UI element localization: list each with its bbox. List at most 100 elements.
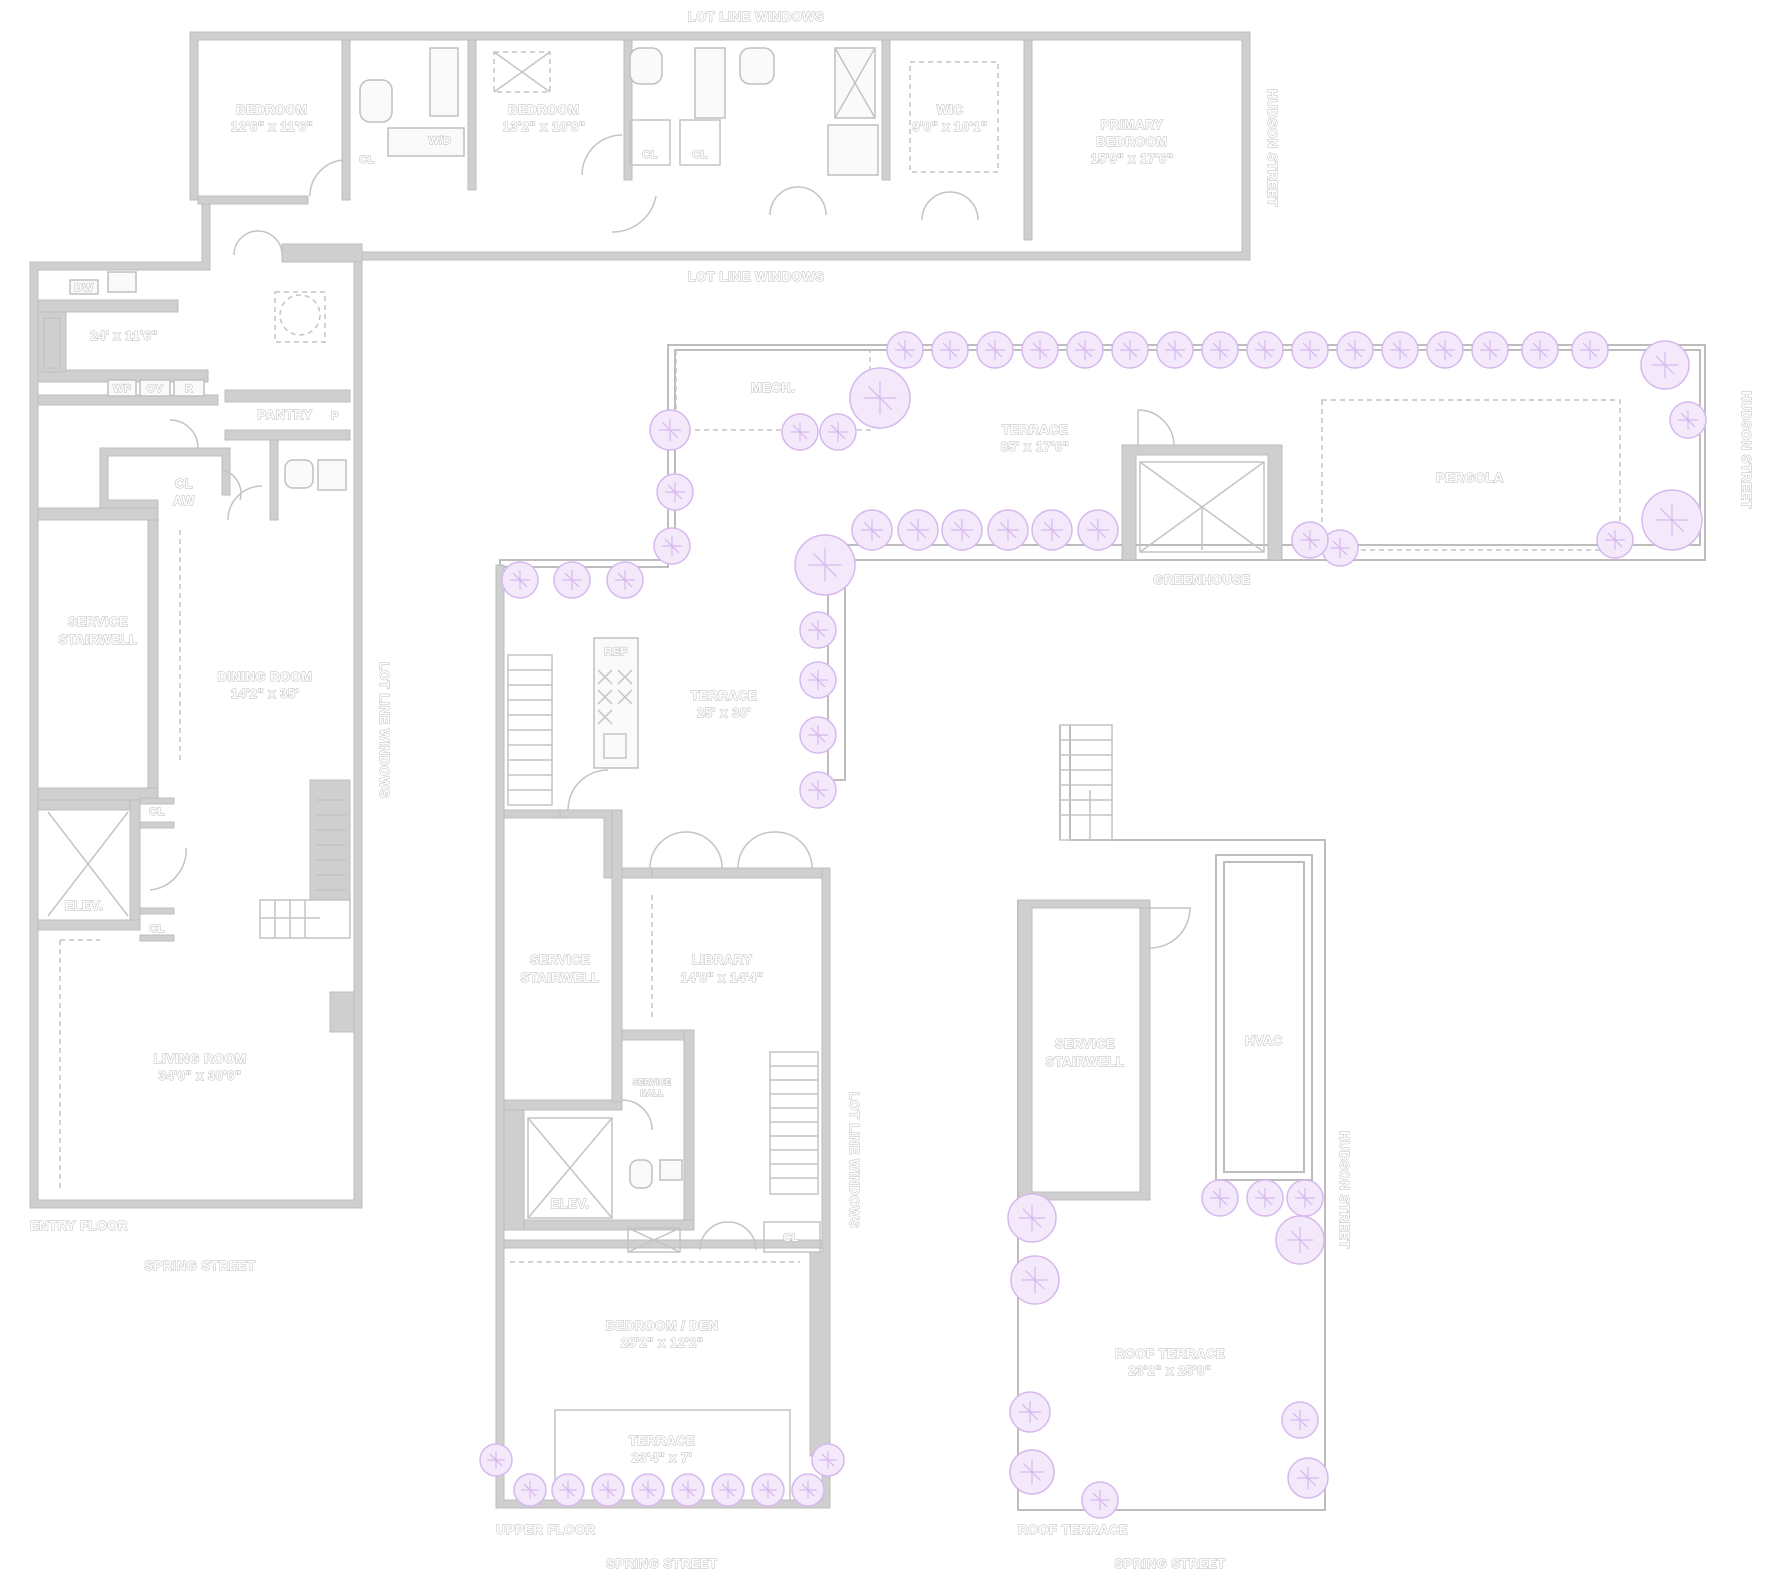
- shrub-icon: [1077, 509, 1119, 551]
- door-swing: [309, 159, 347, 197]
- wall: [281, 243, 363, 263]
- shrub-icon: [851, 509, 893, 551]
- shrub-icon: [799, 716, 837, 754]
- terrace-bottom-dims: 23'4" x 7': [632, 1450, 693, 1465]
- column: [329, 991, 355, 1033]
- shrub-icon: [1010, 1255, 1060, 1305]
- shrub-icon: [513, 1473, 547, 1507]
- shrub-icon: [1571, 331, 1609, 369]
- stair-treads: [770, 1065, 818, 1179]
- entry-service-stair-name2: STAIRWELL: [58, 632, 137, 647]
- living-dims: 34'0" x 30'6": [159, 1068, 242, 1083]
- wall: [559, 809, 653, 879]
- shrub-icon: [553, 561, 591, 599]
- closet-label: CL: [359, 154, 375, 166]
- bedroom-den-name: BEDROOM / DEN: [606, 1318, 719, 1333]
- refrigerator-label: R: [185, 383, 193, 395]
- shrub-icon: [1066, 331, 1104, 369]
- wall: [503, 1109, 525, 1231]
- shrub-icon: [1426, 331, 1464, 369]
- shrub-icon: [791, 1473, 825, 1507]
- washer-dryer-icon: [387, 127, 465, 157]
- shrub-icon: [781, 413, 819, 451]
- living-name: LIVING ROOM: [154, 1051, 247, 1066]
- entry-spring-street: SPRING STREET: [144, 1258, 255, 1273]
- wall: [467, 39, 477, 191]
- ceiling-fixture-cross: [493, 51, 551, 93]
- shrub-icon: [1111, 331, 1149, 369]
- shrub-icon: [1246, 1179, 1284, 1217]
- wall: [503, 809, 561, 819]
- wic-dims: 9'0" x 10'1": [912, 119, 987, 134]
- terrace-main-dims: 85' x 17'6": [1001, 439, 1069, 454]
- cl-aw-name2: AW: [173, 493, 195, 508]
- wall: [683, 1029, 695, 1229]
- sink-icon: [659, 1159, 683, 1181]
- roof-floor: SERVICE STAIRWELL HVAC ROOF TERRACE 23'2…: [1017, 724, 1353, 1572]
- kitchen-dims: 24' x 11'6": [90, 328, 158, 343]
- upper-spring-street: SPRING STREET: [606, 1556, 717, 1571]
- wall: [37, 507, 159, 521]
- dishwasher-label: DW: [74, 282, 93, 294]
- door-swing: [581, 134, 623, 176]
- wall: [147, 519, 159, 789]
- grill-burners: [597, 669, 633, 725]
- shrub-icon: [886, 331, 924, 369]
- shrub-icon: [1007, 1193, 1057, 1243]
- toilet-icon: [359, 79, 393, 123]
- shrub-icon: [656, 473, 694, 511]
- door-swing: [149, 847, 187, 891]
- shrub-icon: [897, 509, 939, 551]
- shrub-icon: [751, 1473, 785, 1507]
- entry-lot-line-top: LOT LINE WINDOWS: [688, 9, 825, 24]
- shrub-icon: [1291, 521, 1329, 559]
- hvac-name: HVAC: [1245, 1033, 1283, 1048]
- elevator-box: [527, 1117, 613, 1219]
- stair-treads: [508, 669, 552, 791]
- bottom-terrace-outline: [554, 1409, 791, 1500]
- shrub-icon: [1081, 1481, 1119, 1519]
- shrub-icon: [1156, 331, 1194, 369]
- wall: [197, 195, 309, 205]
- door-swing: [169, 419, 199, 449]
- library-dims: 14'8" x 14'4": [681, 970, 764, 985]
- shrub-icon: [711, 1473, 745, 1507]
- closet-box: [763, 1221, 821, 1253]
- roof-outline: [1017, 725, 1326, 1511]
- roof-terrace-dims: 23'2" x 25'8": [1129, 1363, 1212, 1378]
- wall: [269, 439, 279, 521]
- shrub-icon: [1009, 1449, 1055, 1495]
- oven-label: OV: [147, 383, 164, 395]
- shrub-icon: [501, 561, 539, 599]
- wall: [621, 1029, 695, 1041]
- planting-shrubs: [479, 331, 1707, 1519]
- terrace-main-name: TERRACE: [1002, 422, 1068, 437]
- dishwasher-icon: [69, 279, 99, 295]
- shrub-icon: [649, 409, 691, 451]
- double-door: [921, 191, 979, 221]
- shrub-icon: [1281, 1401, 1319, 1439]
- wall: [1023, 39, 1033, 241]
- shrub-icon: [1641, 489, 1703, 551]
- shrub-icon: [931, 331, 969, 369]
- shrub-icon: [1009, 1391, 1051, 1433]
- shrub-icon: [976, 331, 1014, 369]
- entry-top-wing-wall: [189, 31, 1251, 261]
- elevator-cross: [527, 1117, 613, 1219]
- entry-elev-name: ELEV.: [65, 898, 104, 913]
- greenhouse-name: GREENHOUSE: [1153, 572, 1250, 587]
- light-fixture-box: [274, 291, 326, 343]
- stair-treads: [259, 799, 351, 939]
- shrub-icon: [1275, 1215, 1325, 1265]
- wall: [129, 799, 141, 929]
- double-door: [233, 230, 283, 256]
- shrub-icon: [1246, 331, 1284, 369]
- shrub-icon: [849, 367, 911, 429]
- closet-wall: [99, 447, 231, 509]
- closet-label: CL: [642, 149, 658, 161]
- cooktop-icon: [43, 317, 61, 369]
- greenhouse-wall: [1121, 444, 1283, 561]
- pergola-name: PERGOLA: [1436, 470, 1504, 485]
- upper-floor-label: UPPER FLOOR: [496, 1522, 596, 1537]
- pantry-p-label: P: [331, 410, 339, 422]
